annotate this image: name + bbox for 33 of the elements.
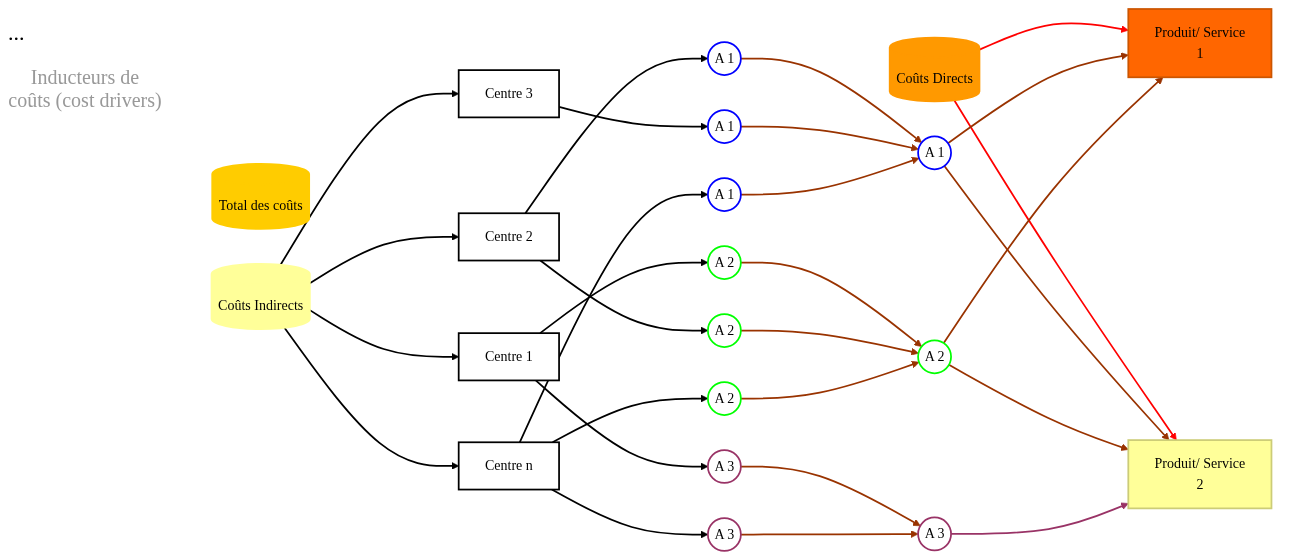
node-circle: A 1 (707, 41, 742, 76)
arrow (740, 360, 920, 400)
node-circle: A 1 (707, 177, 742, 212)
arrow (942, 76, 1164, 344)
node-circle: A 3 (917, 516, 952, 552)
node-box: Centre 2 (457, 212, 560, 262)
node-circle: A 1 (917, 135, 952, 171)
node-circle: A 3 (707, 517, 742, 552)
arrow (740, 465, 921, 527)
arrow (740, 125, 919, 152)
annotation-text: Inducteurs de coûts (cost drivers) (8, 66, 162, 112)
node-box: Produit/ Service 2 (1127, 439, 1273, 510)
node-circle: A 1 (707, 109, 742, 144)
node-circle: A 2 (707, 313, 742, 348)
node-circle: A 2 (917, 339, 952, 375)
arrow (740, 329, 919, 356)
arrow (740, 530, 919, 538)
arrow (943, 165, 1170, 441)
node-box: Produit/ Service 1 (1127, 8, 1273, 79)
node-circle: A 2 (707, 245, 742, 280)
node-box: Centre 3 (457, 69, 560, 119)
ellipsis-text: ... (8, 20, 26, 46)
arrow (978, 22, 1129, 51)
node-circle: A 3 (707, 449, 742, 484)
node-circle: A 2 (707, 381, 742, 416)
arrow (953, 99, 1177, 441)
node-box: Centre 1 (457, 332, 560, 382)
arrow (947, 52, 1129, 145)
arrow (740, 261, 922, 347)
node-box: Centre n (457, 441, 560, 491)
arrow (948, 363, 1129, 451)
arrow (740, 156, 920, 196)
arrow (740, 57, 922, 143)
